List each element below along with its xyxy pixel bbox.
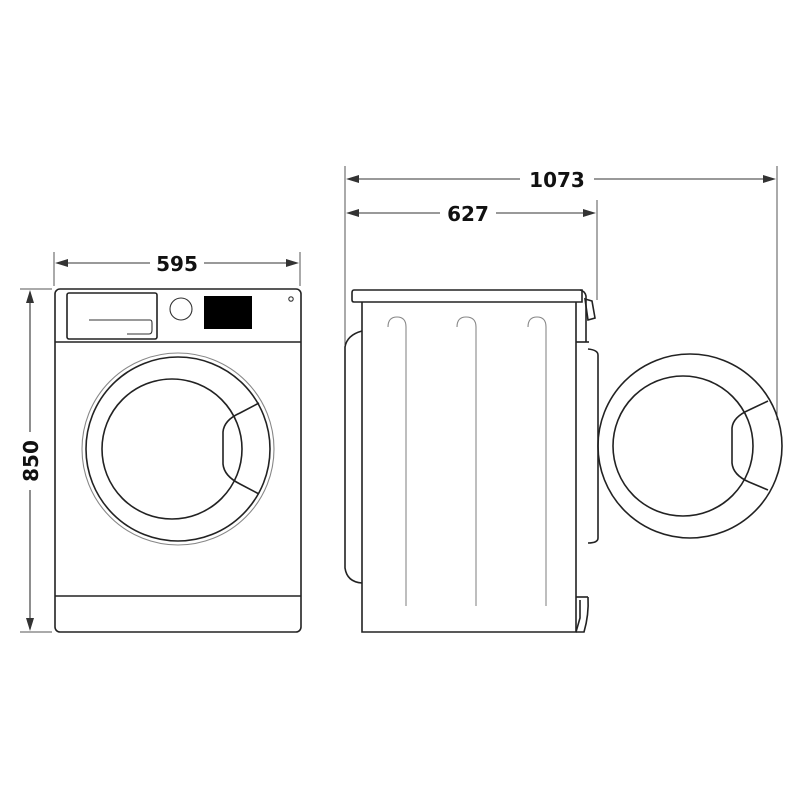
indicator-light-icon: [288, 296, 294, 302]
open-door: [597, 353, 783, 539]
open-door-handle: [731, 400, 769, 491]
width-label: 595: [156, 252, 198, 276]
ribs: [387, 316, 547, 606]
side-view: 1073 627: [344, 166, 783, 633]
detergent-drawer: [66, 292, 158, 340]
height-label: 850: [19, 440, 43, 482]
program-knob-icon: [169, 297, 193, 321]
door-hinge: [587, 348, 599, 544]
top-panel: [351, 289, 583, 303]
cabinet-front: [54, 288, 302, 633]
door-porthole: [81, 352, 275, 546]
display-panel: [204, 296, 252, 329]
width-dimension: 595: [53, 252, 301, 286]
front-view: 595 850: [19, 252, 302, 633]
depth-label: 627: [447, 202, 489, 226]
back-bulge: [344, 330, 363, 584]
depth-door-open-dimension: 1073: [344, 166, 778, 420]
depth-dimension: 627: [346, 200, 598, 300]
height-dimension: 850: [19, 288, 52, 633]
door-handle: [222, 402, 260, 495]
depth-door-open-label: 1073: [529, 168, 585, 192]
knob-side-icon: [584, 297, 596, 322]
side-panel: [361, 302, 581, 633]
